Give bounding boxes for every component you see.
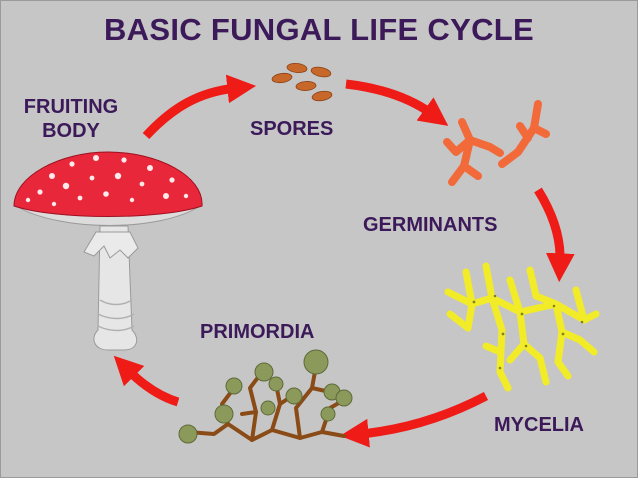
arrow-fruiting-to-spores: [142, 74, 257, 140]
label-fruiting-body-line1: FRUITING: [23, 96, 119, 118]
label-fruiting-body: FRUITING BODY: [8, 96, 134, 143]
arrow-spores-to-germinants: [345, 79, 449, 126]
mycelia-texture: [472, 294, 584, 370]
label-primordia: PRIMORDIA: [200, 321, 315, 343]
mycelia-illustration: [444, 262, 600, 392]
germinants-illustration: [443, 100, 550, 186]
label-mycelia: MYCELIA: [494, 414, 584, 436]
label-fruiting-body-line2: BODY: [42, 119, 100, 142]
primordia-illustration: [178, 349, 353, 444]
mushroom-illustration: [13, 151, 203, 351]
arrow-primordia-to-fruiting: [113, 355, 180, 407]
arrow-mycelia-to-primordia: [339, 392, 489, 448]
arrow-germinants-to-mycelia: [534, 187, 575, 283]
label-germinants: GERMINANTS: [363, 214, 498, 236]
label-spores: SPORES: [250, 118, 334, 140]
diagram-title: BASIC FUNGAL LIFE CYCLE: [103, 12, 534, 47]
spores-illustration: [271, 63, 333, 102]
